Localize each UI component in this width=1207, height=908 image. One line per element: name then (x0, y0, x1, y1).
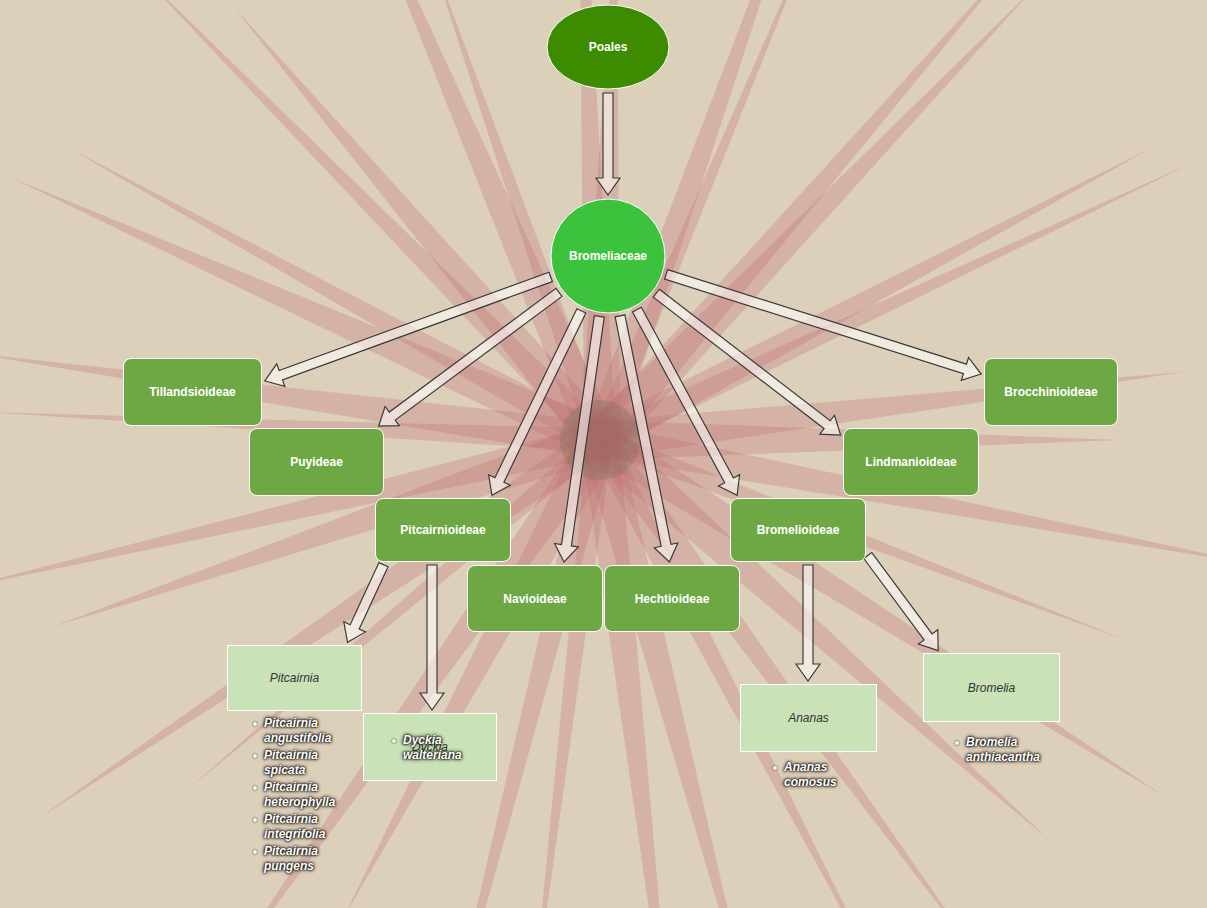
genus-box: Bromelia (923, 653, 1060, 722)
species-name: Pitcairnia integrifolia (264, 812, 356, 842)
bullet-dot (253, 722, 257, 726)
block-arrow (555, 316, 605, 562)
bullet-dot (955, 741, 959, 745)
taxon-name: Bromelioideae (757, 523, 840, 537)
order-ellipse-fill (547, 5, 669, 89)
subfamily-box: Tillandsioideae (123, 358, 262, 426)
family-circle-fill (551, 199, 665, 313)
taxon-name: Poales (589, 40, 628, 54)
genus-name: Pitcairnia (270, 671, 319, 685)
species-item: Pitcairnia pungens (253, 844, 356, 874)
subfamily-box: Lindmanioideae (843, 428, 979, 496)
block-arrow (653, 289, 840, 435)
block-arrow (420, 565, 444, 710)
species-name: Pitcairnia angustifolia (264, 716, 356, 746)
species-item: Pitcairnia spicata (253, 748, 356, 778)
leaf-blade (209, 430, 615, 908)
species-name: Pitcairnia spicata (264, 748, 356, 778)
genus-name: Ananas (788, 711, 829, 725)
taxon-name: Tillandsioideae (149, 385, 235, 399)
bullet-dot (392, 739, 396, 743)
bullet-dot (253, 818, 257, 822)
block-arrow (864, 553, 938, 651)
species-item: Ananas comosus (773, 760, 856, 790)
subfamily-box: Hechtioideae (604, 565, 740, 632)
taxon-name: Hechtioideae (635, 592, 710, 606)
block-arrow (633, 307, 740, 495)
species-item: Pitcairnia heterophylla (253, 780, 356, 810)
taxon-name: Navioideae (503, 592, 566, 606)
species-item: Dyckia walteriana (392, 733, 481, 763)
block-arrow (665, 270, 981, 381)
family-circle: Bromeliaceae (550, 198, 666, 314)
subfamily-box: Brocchinioideae (984, 358, 1118, 426)
genus-box: Ananas (740, 684, 877, 752)
bullet-dot (253, 754, 257, 758)
bullet-dot (773, 766, 777, 770)
taxon-name: Bromeliaceae (569, 249, 647, 263)
taxon-name: Brocchinioideae (1004, 385, 1097, 399)
species-name: Pitcairnia pungens (264, 844, 356, 874)
species-name: Bromelia anthiacantha (966, 735, 1061, 765)
block-arrow (796, 565, 820, 681)
genus-box: Pitcairnia (227, 645, 362, 711)
subfamily-box: Pitcairnioideae (375, 498, 511, 562)
subfamily-box: Puyideae (249, 428, 384, 496)
subfamily-box: Navioideae (467, 565, 603, 632)
species-item: Pitcairnia integrifolia (253, 812, 356, 842)
order-ellipse: Poales (546, 4, 670, 90)
bullet-dot (253, 850, 257, 854)
block-arrow (344, 563, 388, 643)
bullet-dot (253, 786, 257, 790)
subfamily-box: Bromelioideae (730, 498, 866, 562)
species-name: Dyckia walteriana (403, 733, 481, 763)
taxon-name: Lindmanioideae (865, 455, 956, 469)
block-arrow (596, 93, 620, 195)
species-name: Ananas comosus (784, 760, 856, 790)
block-arrow (489, 309, 586, 496)
species-item: Bromelia anthiacantha (955, 735, 1061, 765)
block-arrow (615, 315, 678, 562)
leaf-blade (40, 426, 610, 818)
taxon-name: Puyideae (290, 455, 343, 469)
species-name: Pitcairnia heterophylla (264, 780, 356, 810)
taxon-name: Pitcairnioideae (400, 523, 485, 537)
species-item: Pitcairnia angustifolia (253, 716, 356, 746)
genus-name: Bromelia (968, 681, 1015, 695)
